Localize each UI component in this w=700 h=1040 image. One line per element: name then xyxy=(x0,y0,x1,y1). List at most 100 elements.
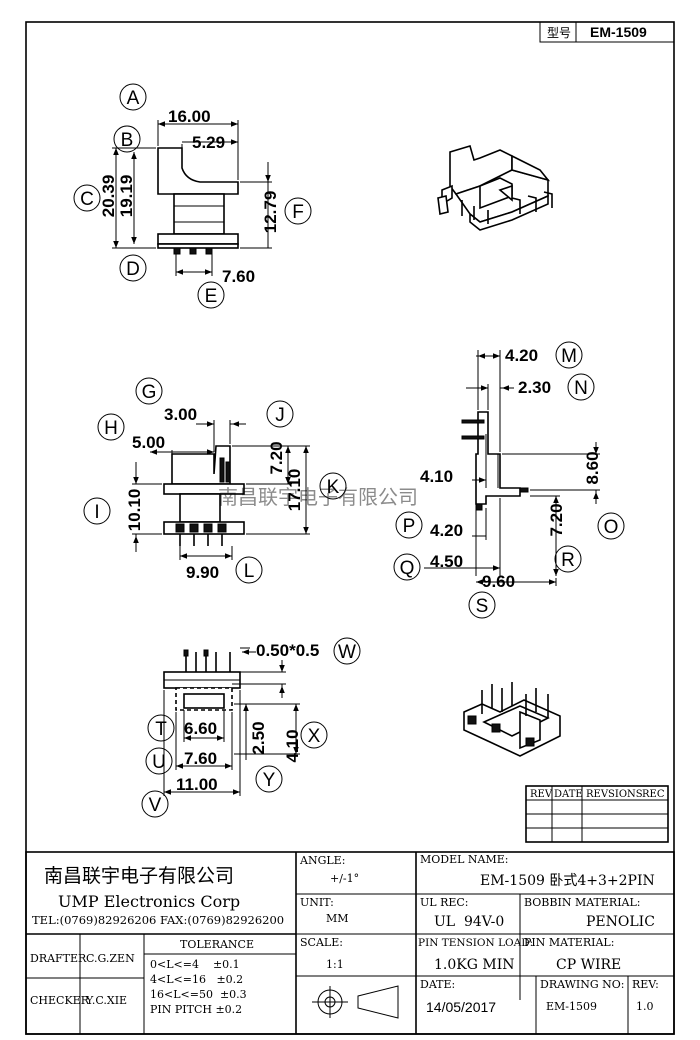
svg-text:V: V xyxy=(149,795,162,816)
letter-u: U xyxy=(145,747,173,775)
model-box: 型号 EM-1509 xyxy=(539,21,675,43)
dim-7-20-left: 7.20 xyxy=(267,441,286,474)
angle-label: ANGLE: xyxy=(299,854,345,867)
bobbin-material-label: BOBBIN MATERIAL: xyxy=(524,896,641,909)
dim-4-20-m: 4.20 xyxy=(505,346,538,365)
ul-rec-label: UL REC: xyxy=(420,896,469,909)
date-value: 14/05/2017 xyxy=(426,999,496,1015)
svg-text:N: N xyxy=(574,378,588,399)
dim-4-20-p: 4.20 xyxy=(430,521,463,540)
dim-12-79: 12.79 xyxy=(261,191,280,234)
drawing-no-value: EM-1509 xyxy=(546,1000,597,1013)
svg-text:P: P xyxy=(403,516,416,537)
dim-4-10-bottom: 4.10 xyxy=(283,729,302,762)
model-box-value: EM-1509 xyxy=(590,24,647,40)
iso-view-top xyxy=(437,145,553,231)
dim-10-10: 10.10 xyxy=(125,489,144,532)
front-view: 16.00 5.29 20.39 19.19 12.79 7.60 A B C … xyxy=(73,83,312,309)
svg-text:X: X xyxy=(308,726,321,747)
ul-rec-value: UL 94V-0 xyxy=(434,914,504,930)
company-name-cn: 南昌联宇电子有限公司 xyxy=(44,865,234,887)
svg-text:F: F xyxy=(292,202,304,223)
tolerance-row-4: PIN PITCH ±0.2 xyxy=(150,1003,242,1016)
left-side-view: 3.00 5.00 10.10 7.20 17.10 9.90 G H I J … xyxy=(83,377,347,584)
tolerance-row-1: 0<L<=4 ±0.1 xyxy=(150,958,240,971)
letter-b: B xyxy=(113,125,141,153)
letter-t: T xyxy=(147,714,175,742)
rev-label: REV: xyxy=(632,978,659,991)
scale-value: 1:1 xyxy=(326,958,344,971)
letter-l: L xyxy=(235,556,263,584)
pin-tension-value: 1.0KG MIN xyxy=(434,957,514,973)
title-block: 南昌联宇电子有限公司 UMP Electronics Corp TEL:(076… xyxy=(25,851,675,1035)
letter-h: H xyxy=(97,413,125,441)
svg-text:Y: Y xyxy=(263,770,276,791)
revision-table: REV DATE REVSIONS REC xyxy=(525,785,669,843)
checker-value: Y.C.XIE xyxy=(85,994,127,1007)
letter-p: P xyxy=(395,511,423,539)
svg-text:A: A xyxy=(127,88,140,109)
drawing-no-label: DRAWING NO: xyxy=(540,978,625,991)
dim-0-50: 0.50*0.5 xyxy=(256,641,319,660)
drafter-value: C.G.ZEN xyxy=(86,952,135,965)
company-contact: TEL:(0769)82926206 FAX:(0769)82926200 xyxy=(32,913,284,927)
letter-m: M xyxy=(555,341,583,369)
dim-4-10-right: 4.10 xyxy=(420,467,453,486)
rev-header-date: DATE xyxy=(554,789,583,800)
letter-r: R xyxy=(554,545,582,573)
dim-7-60-bottom: 7.60 xyxy=(184,749,217,768)
letter-d: D xyxy=(119,254,147,282)
svg-text:K: K xyxy=(327,477,340,498)
tolerance-row-3: 16<L<=50 ±0.3 xyxy=(150,988,247,1001)
letter-n: N xyxy=(567,373,595,401)
dim-19-19: 19.19 xyxy=(117,175,136,218)
dim-8-60: 8.60 xyxy=(583,451,602,484)
dim-2-50: 2.50 xyxy=(249,721,268,754)
company-name-en: UMP Electronics Corp xyxy=(58,892,240,911)
scale-label: SCALE: xyxy=(300,936,343,949)
letter-c: C xyxy=(73,184,101,212)
svg-text:U: U xyxy=(152,752,166,773)
letter-f: F xyxy=(284,197,312,225)
svg-text:M: M xyxy=(561,346,577,367)
pin-tension-label: PIN TENSION LOAD: xyxy=(418,937,533,949)
svg-text:I: I xyxy=(94,502,99,523)
dim-17-10: 17.10 xyxy=(285,469,304,512)
model-name-value: EM-1509 卧式4+3+2PIN xyxy=(480,873,655,889)
svg-text:J: J xyxy=(275,405,285,426)
letter-q: Q xyxy=(393,553,421,581)
letter-g: G xyxy=(135,377,163,405)
letter-x: X xyxy=(300,721,328,749)
dim-16-00: 16.00 xyxy=(168,107,211,126)
dim-20-39: 20.39 xyxy=(99,175,118,218)
svg-text:O: O xyxy=(604,517,619,538)
dim-7-60-front: 7.60 xyxy=(222,267,255,286)
model-name-label: MODEL NAME: xyxy=(420,853,509,866)
letter-w: W xyxy=(333,637,361,665)
dim-6-60: 6.60 xyxy=(184,719,217,738)
svg-text:C: C xyxy=(80,189,94,210)
svg-text:R: R xyxy=(561,550,575,571)
letter-i: I xyxy=(83,497,111,525)
angle-value: +/-1° xyxy=(330,872,359,885)
svg-text:S: S xyxy=(476,596,489,617)
svg-text:W: W xyxy=(338,642,356,663)
dim-2-30: 2.30 xyxy=(518,378,551,397)
model-box-label: 型号 xyxy=(547,26,571,40)
dim-4-50: 4.50 xyxy=(430,552,463,571)
pin-material-value: CP WIRE xyxy=(556,957,621,973)
letter-a: A xyxy=(119,83,147,111)
letter-s: S xyxy=(468,591,496,619)
unit-value: MM xyxy=(326,912,349,925)
letter-o: O xyxy=(597,512,625,540)
dim-9-60: 9.60 xyxy=(482,572,515,591)
letter-e: E xyxy=(197,281,225,309)
svg-text:E: E xyxy=(205,286,218,307)
watermark: 南昌联宇电子有限公司 xyxy=(218,485,418,509)
rev-header-revisions: REVSIONS xyxy=(586,789,643,800)
svg-text:B: B xyxy=(121,130,134,151)
svg-text:D: D xyxy=(126,259,140,280)
letter-v: V xyxy=(141,790,169,818)
right-side-view: 4.20 2.30 4.10 8.60 7.20 4.20 4.50 9.60 … xyxy=(393,341,625,619)
